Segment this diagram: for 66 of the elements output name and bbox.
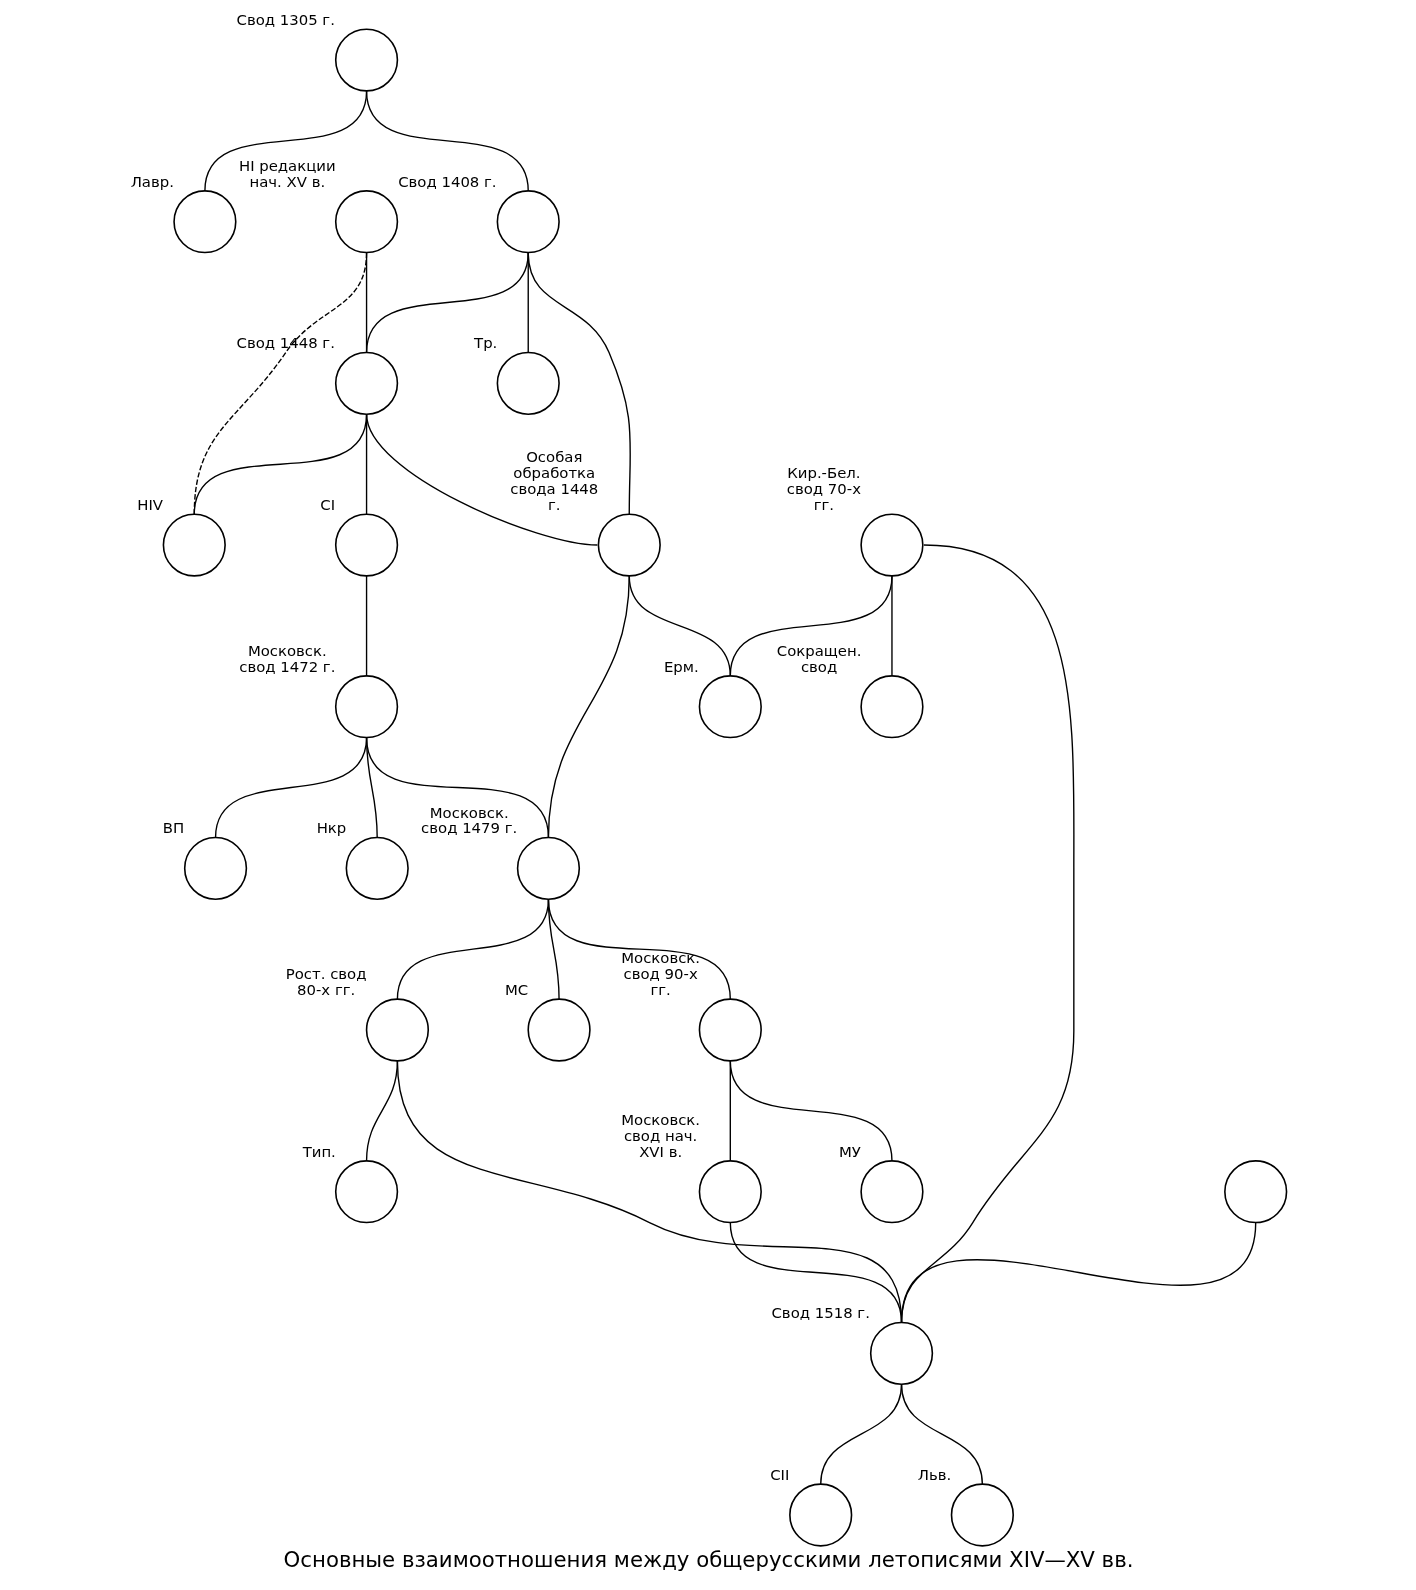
node-label: Нкр	[316, 818, 346, 837]
node-circle	[1223, 1159, 1287, 1223]
node-circle	[869, 1321, 933, 1385]
connector	[729, 574, 893, 677]
node-circle	[334, 512, 398, 577]
node-circle	[516, 836, 580, 900]
node-circle	[365, 997, 429, 1062]
node-label: Особая обработка свода 1448 г.	[509, 447, 598, 514]
node-label: НIV	[136, 495, 163, 514]
connector	[900, 1221, 1256, 1323]
node-label: СI	[319, 495, 335, 514]
node-label: Льв.	[917, 1465, 951, 1484]
connector	[214, 736, 367, 838]
node-circle	[334, 1159, 398, 1223]
node-label: ВП	[162, 818, 184, 837]
connector	[729, 1059, 893, 1161]
node-circle	[526, 997, 591, 1062]
node-label: Свод 1518 г.	[771, 1303, 870, 1322]
node-circle	[950, 1482, 1014, 1547]
node-label: Свод 1305 г.	[236, 10, 335, 29]
node-circle	[334, 27, 398, 92]
node-circle	[162, 512, 226, 577]
node-label: Свод 1448 г.	[236, 333, 335, 352]
node-circle	[496, 189, 560, 253]
node-circle	[698, 674, 762, 738]
connector	[900, 1383, 983, 1485]
node-label: Кир.-Бел. свод 70-х гг.	[786, 463, 861, 514]
node-circle	[859, 512, 924, 577]
node-label: МС	[504, 980, 528, 999]
node-label: Тр.	[473, 333, 497, 352]
node-circle	[788, 1482, 852, 1547]
node-circle	[334, 189, 398, 253]
node-label: Московск. свод 1472 г.	[238, 641, 335, 676]
node-label: НI редакции нач. XV в.	[238, 156, 336, 191]
node-label: Лавр.	[130, 172, 174, 191]
node-circle	[698, 1159, 762, 1223]
connector	[365, 251, 529, 353]
node-label: Свод 1408 г.	[397, 172, 497, 191]
connector	[365, 89, 529, 192]
node-label: МУ	[838, 1142, 861, 1161]
node-label: СII	[769, 1465, 789, 1484]
node-label: Тип.	[302, 1142, 336, 1161]
node-circle	[597, 512, 661, 577]
node-label: Московск. свод 90-х гг.	[620, 948, 700, 999]
node-circle	[496, 351, 560, 415]
connector	[628, 574, 731, 677]
node-circle	[345, 836, 409, 900]
connector	[527, 251, 631, 515]
connector	[396, 898, 549, 1000]
node-label: Рост. свод 80-х гг.	[285, 964, 366, 999]
node-circle	[859, 674, 924, 738]
node-label: Московск. свод нач. XVI в.	[620, 1110, 700, 1161]
caption: Основные взаимоотношения между общерусскими летописями XIV—XV вв.	[283, 1546, 1133, 1572]
connector	[365, 574, 367, 677]
node-circle	[183, 836, 247, 900]
node-circle	[172, 189, 237, 253]
connector	[193, 251, 367, 515]
connector	[890, 574, 893, 677]
node-label: Ерм.	[663, 657, 699, 676]
node-label: Московск. свод 1479 г.	[420, 803, 517, 837]
node-circle	[334, 351, 398, 415]
node-circle	[859, 1159, 924, 1223]
node-circle	[698, 997, 762, 1062]
connector	[365, 413, 598, 546]
node-circle	[334, 674, 398, 738]
node-label: Сокращен. свод	[776, 641, 861, 676]
